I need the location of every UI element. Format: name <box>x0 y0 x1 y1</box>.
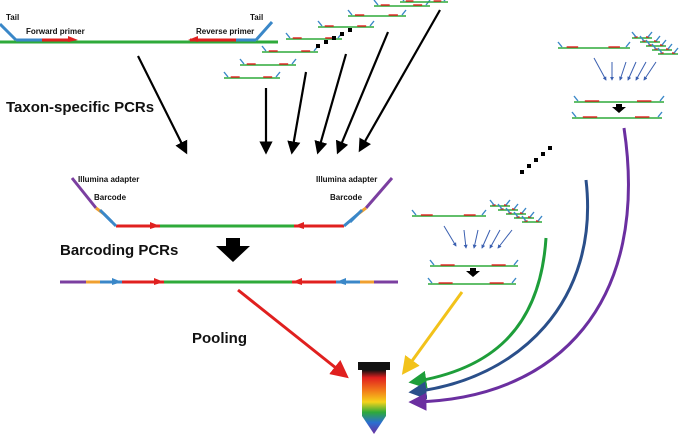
mini-arrow-mid-5 <box>489 229 501 249</box>
flow-purple <box>408 127 630 411</box>
pooled-tube-icon <box>358 362 390 434</box>
mini-construct-top <box>557 41 631 49</box>
arrow-6 <box>358 9 441 153</box>
mini-down-arrow-icon <box>612 104 626 113</box>
mini-stack-top-1 <box>631 31 653 39</box>
pooling-label: Pooling <box>192 330 247 347</box>
forward-primer-arrow-icon <box>150 222 160 229</box>
mini-down-arrow-icon <box>466 268 480 277</box>
mini-arrow-top-3 <box>619 61 627 81</box>
mini-adapter-mid <box>429 259 519 267</box>
barcode-label-right: Barcode <box>330 193 363 202</box>
forward-primer-arrow-icon <box>68 36 78 42</box>
small-construct-5 <box>317 20 375 28</box>
tail-label-right: Tail <box>250 13 264 22</box>
convergence-arrows <box>137 9 441 155</box>
flow-red <box>237 288 349 379</box>
mini-arrow-mid-3 <box>472 229 479 249</box>
taxon-primer-construct <box>0 21 278 44</box>
illumina-adapter-label-left: Illumina adapter <box>78 175 140 184</box>
mini-stack-mid-2 <box>497 203 519 211</box>
mini-arrow-mid-1 <box>443 225 457 247</box>
right-tail-segment <box>254 21 274 41</box>
reverse-primer-label: Reverse primer <box>196 27 255 36</box>
mini-arrow-top-6 <box>643 61 657 81</box>
pooling-flows <box>237 127 630 411</box>
small-construct-6 <box>347 9 407 17</box>
left-tail-segment <box>0 22 18 42</box>
mini-product-top <box>571 111 663 119</box>
forward-primer-label: Forward primer <box>26 27 85 36</box>
flow-blue <box>408 179 589 400</box>
barcode-label-left: Barcode <box>94 193 127 202</box>
mini-adapter-top <box>573 95 665 103</box>
reverse-primer-arrow-icon <box>188 36 198 42</box>
small-construct-7 <box>373 0 431 7</box>
mini-stack-top-5 <box>657 47 679 55</box>
adapter-construct <box>70 177 394 229</box>
barcoding-pcrs-label: Barcoding PCRs <box>60 242 179 259</box>
mini-arrow-mid-2 <box>463 229 468 249</box>
arrow-4 <box>314 53 348 155</box>
barcoded-product <box>60 278 398 285</box>
taxon-specific-pcrs-label: Taxon-specific PCRs <box>6 99 155 116</box>
mini-arrow-top-5 <box>635 61 647 81</box>
ellipsis-dots-right <box>520 146 552 174</box>
ellipsis-dots-top <box>316 28 352 48</box>
small-constructs-stack <box>223 0 448 79</box>
illumina-adapter-label-right: Illumina adapter <box>316 175 378 184</box>
small-construct-2 <box>239 58 297 66</box>
mini-stack-mid-1 <box>489 199 511 207</box>
tail-label-left: Tail <box>6 13 20 22</box>
flow-yellow <box>401 291 464 375</box>
mini-stack-mid-5 <box>521 215 543 223</box>
arrow-3 <box>287 71 308 155</box>
flow-green <box>408 237 548 389</box>
mini-workflow-right-top <box>557 31 679 119</box>
arrow-5 <box>335 31 390 155</box>
reverse-primer-arrow-icon <box>294 222 304 229</box>
mini-stack-mid-4 <box>513 211 535 219</box>
mini-arrow-top-1 <box>593 57 607 81</box>
mini-stack-top-4 <box>651 43 673 51</box>
mini-stack-mid-3 <box>505 207 527 215</box>
mini-stack-top-2 <box>639 35 661 43</box>
arrow-1 <box>137 55 188 155</box>
mini-workflow-right-mid <box>411 199 543 285</box>
mini-construct-mid <box>411 209 487 217</box>
mini-arrow-mid-4 <box>481 229 491 249</box>
small-construct-3 <box>261 45 319 53</box>
mini-arrow-mid-6 <box>497 229 513 249</box>
mini-product-mid <box>427 277 517 285</box>
mini-stack-top-3 <box>645 39 667 47</box>
mini-arrow-top-4 <box>627 61 637 81</box>
big-down-arrow-icon <box>216 238 250 262</box>
small-construct-8 <box>400 0 448 3</box>
small-construct-1 <box>223 71 281 79</box>
